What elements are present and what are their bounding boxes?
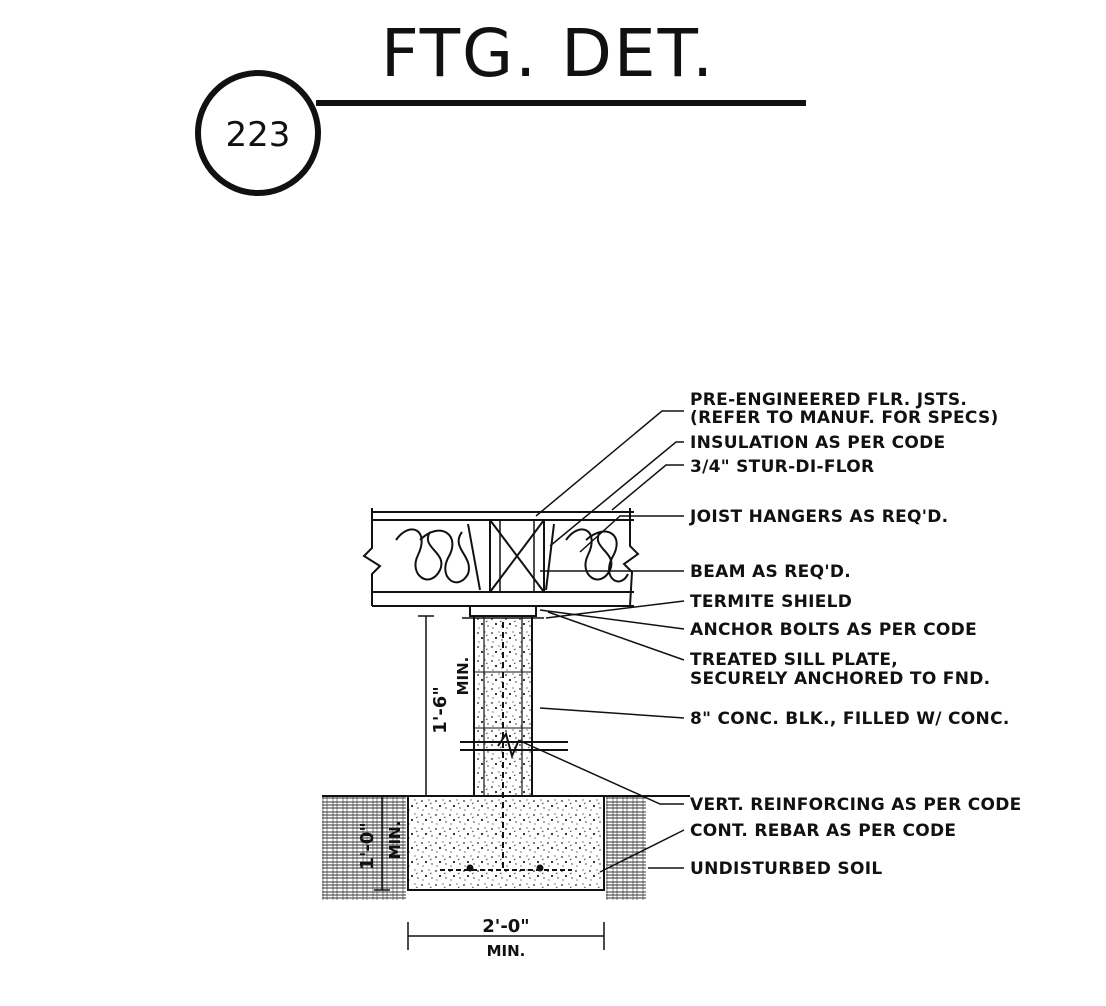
sill-plate xyxy=(469,605,537,617)
wall-break-symbol xyxy=(497,731,519,760)
wall-height-dimension: 1'-6" xyxy=(430,686,451,733)
title-block: 223 FTG. DET. xyxy=(195,15,806,196)
callout-1: (REFER TO MANUF. FOR SPECS) xyxy=(690,408,999,428)
callout-8: TREATED SILL PLATE, xyxy=(690,650,898,670)
leader-lines xyxy=(517,410,685,873)
insulation-right xyxy=(565,528,613,581)
callout-6: TERMITE SHIELD xyxy=(690,592,852,612)
footing-depth-min: MIN. xyxy=(386,821,404,860)
break-line-right xyxy=(622,508,640,607)
callout-0: PRE-ENGINEERED FLR. JSTS. xyxy=(690,390,967,410)
footing-depth-dimension: 1'-0" xyxy=(357,822,378,869)
break-line-left xyxy=(362,508,382,606)
footing-width-dimension: 2'-0" xyxy=(482,916,529,937)
footing xyxy=(407,795,605,891)
detail-number-circle xyxy=(195,70,321,196)
callout-13: UNDISTURBED SOIL xyxy=(690,859,882,879)
callout-labels: PRE-ENGINEERED FLR. JSTS. (REFER TO MANU… xyxy=(689,390,1022,879)
wall-height-min: MIN. xyxy=(454,657,472,696)
joist-hanger-left xyxy=(467,523,481,591)
callout-3: 3/4" STUR-DI-FLOR xyxy=(690,457,874,477)
detail-number: 223 xyxy=(226,115,291,155)
foundation-wall xyxy=(460,605,568,870)
callout-7: ANCHOR BOLTS AS PER CODE xyxy=(690,620,977,640)
footing-width-min: MIN. xyxy=(487,942,526,960)
callout-2: INSULATION AS PER CODE xyxy=(690,433,945,453)
beam xyxy=(489,519,545,593)
joist-hanger-right xyxy=(545,523,555,591)
callout-10: 8" CONC. BLK., FILLED W/ CONC. xyxy=(690,709,1010,729)
concrete-footing xyxy=(407,795,605,891)
floor-system xyxy=(362,508,640,607)
callout-11: VERT. REINFORCING AS PER CODE xyxy=(690,795,1022,815)
insulation-left xyxy=(395,528,443,581)
dimensions xyxy=(374,615,605,950)
detail-title: FTG. DET. xyxy=(381,15,715,92)
callout-9: SECURELY ANCHORED TO FND. xyxy=(690,669,990,689)
callout-12: CONT. REBAR AS PER CODE xyxy=(690,821,956,841)
callout-4: JOIST HANGERS AS REQ'D. xyxy=(689,507,948,527)
undisturbed-soil xyxy=(322,795,690,900)
callout-5: BEAM AS REQ'D. xyxy=(690,562,851,582)
